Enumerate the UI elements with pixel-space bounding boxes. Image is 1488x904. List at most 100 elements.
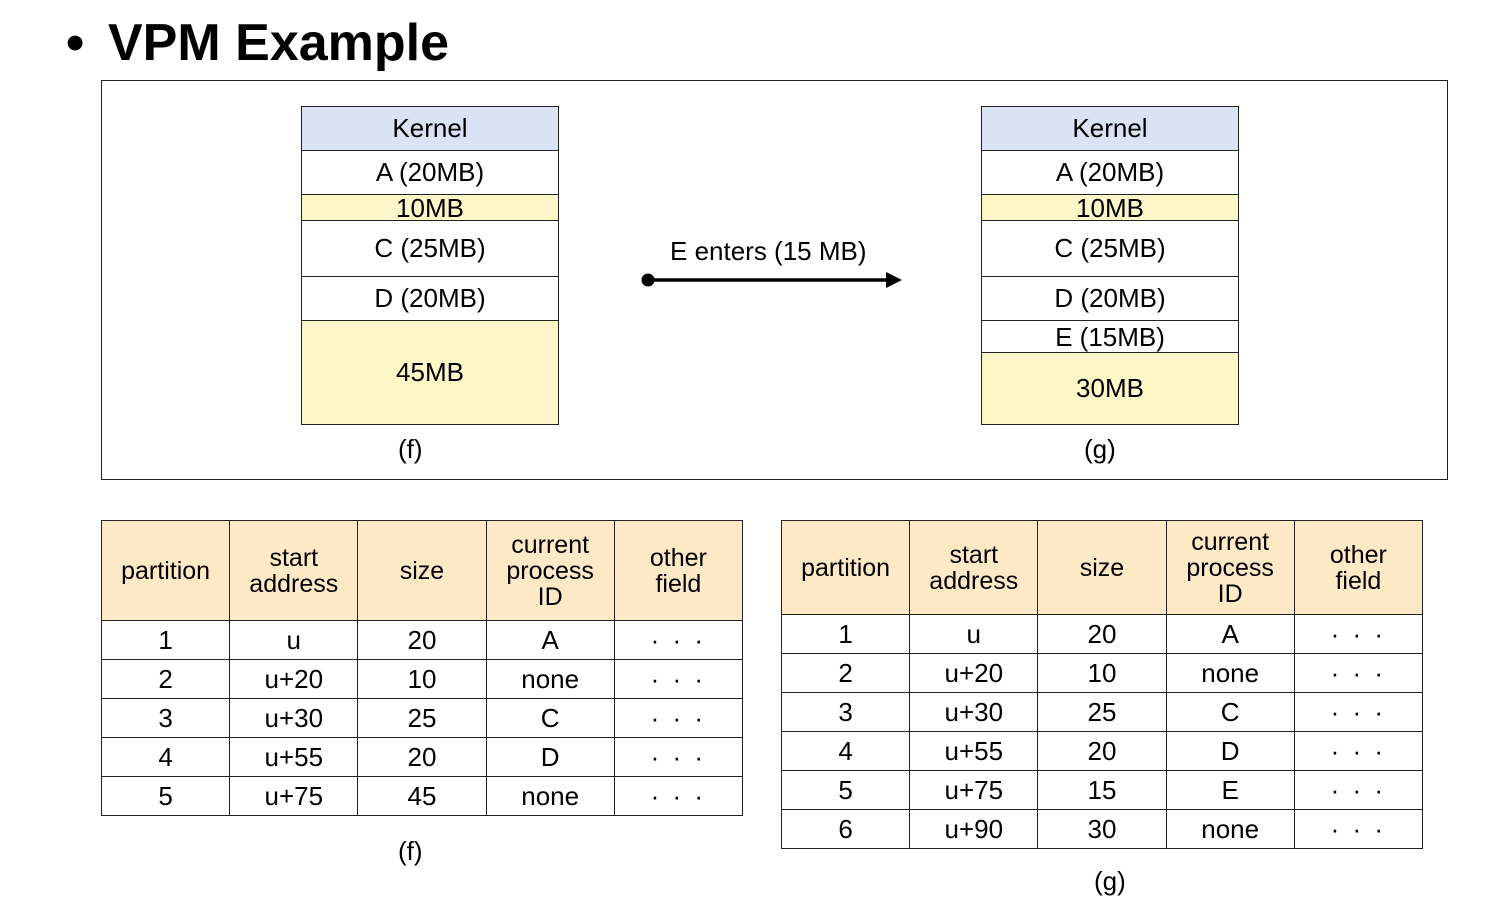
cell-partition: 4 <box>100 737 231 777</box>
caption-g-diagram: (g) <box>1084 434 1116 464</box>
cell-process-id: C <box>1165 692 1295 732</box>
cell-process-id: A <box>485 620 615 660</box>
header-size: size <box>357 520 487 621</box>
cell-other-field: · · · <box>1293 770 1424 810</box>
cell-process-id: none <box>1165 809 1295 849</box>
cell-partition: 6 <box>780 809 911 849</box>
block-process-d: D (20MB) <box>981 276 1239 321</box>
block-process-a: A (20MB) <box>981 150 1239 195</box>
partition-table-g: partition start address size current pro… <box>780 520 1424 849</box>
block-free-hole: 10MB <box>981 194 1239 221</box>
cell-process-id: none <box>485 776 615 816</box>
table-header-row: partition start address size current pro… <box>780 520 1424 615</box>
header-partition: partition <box>780 520 911 615</box>
bullet: • <box>66 14 85 72</box>
cell-start-address: u+20 <box>909 653 1039 693</box>
cell-other-field: · · · <box>1293 692 1424 732</box>
block-process-c: C (25MB) <box>981 220 1239 277</box>
table-row: 2 u+20 10 none · · · <box>100 659 744 699</box>
cell-other-field: · · · <box>613 698 744 738</box>
cell-size: 20 <box>1037 614 1167 654</box>
cell-other-field: · · · <box>613 620 744 660</box>
cell-start-address: u <box>229 620 359 660</box>
table-row: 3 u+30 25 C · · · <box>100 698 744 738</box>
partition-table-f: partition start address size current pro… <box>100 520 744 816</box>
transition-arrow <box>641 272 902 288</box>
table-row: 4 u+55 20 D · · · <box>100 737 744 777</box>
cell-size: 20 <box>357 620 487 660</box>
caption-g-table: (g) <box>1094 866 1126 896</box>
cell-start-address: u+30 <box>229 698 359 738</box>
cell-size: 45 <box>357 776 487 816</box>
cell-size: 10 <box>1037 653 1167 693</box>
cell-size: 20 <box>1037 731 1167 771</box>
caption-f-table: (f) <box>398 836 423 866</box>
cell-process-id: none <box>1165 653 1295 693</box>
cell-other-field: · · · <box>613 659 744 699</box>
cell-start-address: u+90 <box>909 809 1039 849</box>
cell-other-field: · · · <box>1293 731 1424 771</box>
cell-other-field: · · · <box>613 737 744 777</box>
table-row: 3 u+30 25 C · · · <box>780 692 1424 732</box>
cell-partition: 1 <box>100 620 231 660</box>
block-process-e: E (15MB) <box>981 320 1239 353</box>
cell-other-field: · · · <box>1293 614 1424 654</box>
block-free-hole: 10MB <box>301 194 559 221</box>
table-header-row: partition start address size current pro… <box>100 520 744 621</box>
header-other-field: other field <box>1293 520 1424 615</box>
table-row: 6 u+90 30 none · · · <box>780 809 1424 849</box>
header-other-field: other field <box>613 520 744 621</box>
cell-process-id: D <box>485 737 615 777</box>
cell-start-address: u+75 <box>909 770 1039 810</box>
cell-start-address: u+55 <box>229 737 359 777</box>
cell-process-id: none <box>485 659 615 699</box>
cell-start-address: u <box>909 614 1039 654</box>
block-kernel: Kernel <box>301 106 559 151</box>
header-start-address: start address <box>229 520 359 621</box>
slide-title-text: VPM Example <box>108 14 450 72</box>
table-row: 1 u 20 A · · · <box>100 620 744 660</box>
header-start-address: start address <box>909 520 1039 615</box>
cell-other-field: · · · <box>1293 809 1424 849</box>
table-row: 4 u+55 20 D · · · <box>780 731 1424 771</box>
cell-size: 20 <box>357 737 487 777</box>
block-free-hole: 45MB <box>301 320 559 425</box>
cell-partition: 3 <box>780 692 911 732</box>
cell-process-id: A <box>1165 614 1295 654</box>
table-row: 1 u 20 A · · · <box>780 614 1424 654</box>
arrow-head <box>886 272 902 288</box>
cell-start-address: u+20 <box>229 659 359 699</box>
cell-size: 25 <box>1037 692 1167 732</box>
header-partition: partition <box>100 520 231 621</box>
header-current-process-id: current process ID <box>1165 520 1295 615</box>
cell-process-id: D <box>1165 731 1295 771</box>
cell-partition: 3 <box>100 698 231 738</box>
cell-process-id: E <box>1165 770 1295 810</box>
cell-size: 15 <box>1037 770 1167 810</box>
block-kernel: Kernel <box>981 106 1239 151</box>
block-free-hole: 30MB <box>981 352 1239 425</box>
table-row: 5 u+75 45 none · · · <box>100 776 744 816</box>
cell-partition: 2 <box>100 659 231 699</box>
cell-other-field: · · · <box>1293 653 1424 693</box>
cell-start-address: u+75 <box>229 776 359 816</box>
header-current-process-id: current process ID <box>485 520 615 621</box>
arrow-label: E enters (15 MB) <box>670 236 867 266</box>
cell-partition: 4 <box>780 731 911 771</box>
cell-process-id: C <box>485 698 615 738</box>
block-process-a: A (20MB) <box>301 150 559 195</box>
table-row: 5 u+75 15 E · · · <box>780 770 1424 810</box>
table-row: 2 u+20 10 none · · · <box>780 653 1424 693</box>
cell-start-address: u+55 <box>909 731 1039 771</box>
block-process-c: C (25MB) <box>301 220 559 277</box>
cell-size: 10 <box>357 659 487 699</box>
cell-other-field: · · · <box>613 776 744 816</box>
diagram-frame <box>101 80 1448 480</box>
cell-partition: 2 <box>780 653 911 693</box>
header-size: size <box>1037 520 1167 615</box>
slide-title: • VPM Example <box>66 10 449 76</box>
cell-size: 25 <box>357 698 487 738</box>
cell-partition: 1 <box>780 614 911 654</box>
cell-partition: 5 <box>100 776 231 816</box>
cell-partition: 5 <box>780 770 911 810</box>
